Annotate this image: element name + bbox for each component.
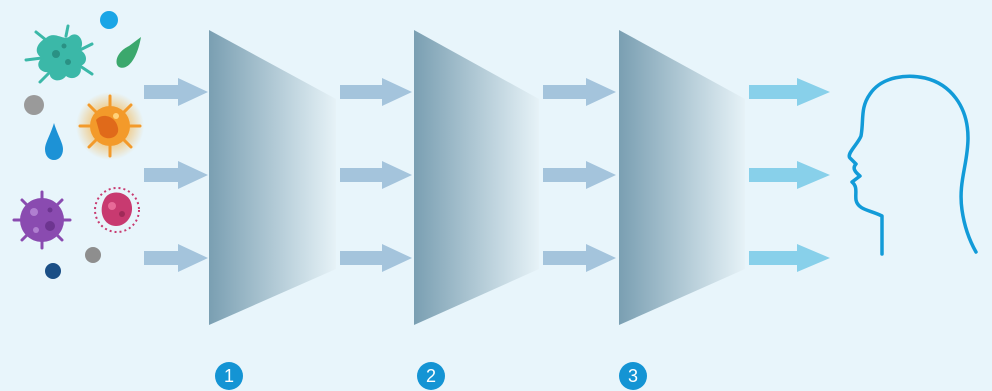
virus-icon	[76, 92, 144, 160]
particle-dot-icon	[24, 95, 44, 115]
bacteria-icon	[24, 24, 94, 84]
filter-layer-1	[209, 30, 336, 325]
particle-dot-icon	[100, 11, 118, 29]
step-badge-3: 3	[619, 362, 647, 390]
particle-dot-icon	[85, 247, 101, 263]
arrow-right-icon	[749, 78, 830, 106]
arrow-right-icon	[340, 161, 412, 189]
arrow-right-icon	[543, 78, 616, 106]
particle-dot-icon	[45, 263, 61, 279]
arrow-right-icon	[340, 78, 412, 106]
arrow-right-icon	[340, 244, 412, 272]
step-badge-2: 2	[417, 362, 445, 390]
human-head-icon	[847, 74, 978, 256]
arrow-right-icon	[144, 161, 208, 189]
particles-group	[12, 11, 144, 279]
arrow-right-icon	[144, 244, 208, 272]
arrow-right-icon	[749, 244, 830, 272]
step-badge-1: 1	[215, 362, 243, 390]
arrow-right-icon	[749, 161, 830, 189]
germ-icon	[94, 187, 140, 233]
droplet-icon	[116, 37, 141, 68]
filter-layer-2	[414, 30, 539, 325]
arrow-right-icon	[144, 78, 208, 106]
arrow-right-icon	[543, 161, 616, 189]
filter-layer-3	[619, 30, 745, 325]
droplet-icon	[45, 123, 63, 160]
arrow-right-icon	[543, 244, 616, 272]
coronavirus-icon	[12, 190, 72, 250]
